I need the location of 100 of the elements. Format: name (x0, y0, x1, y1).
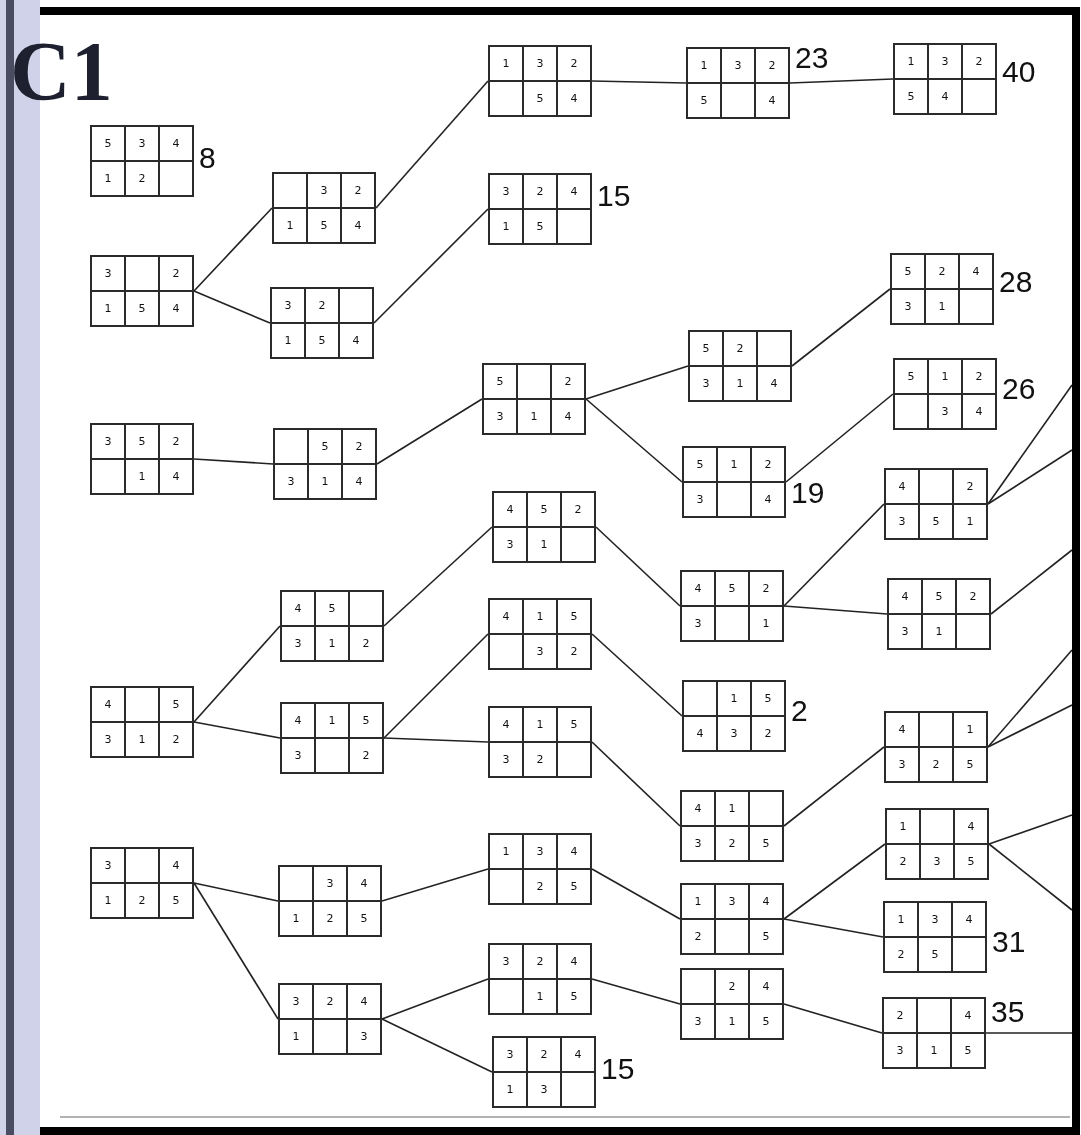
tile-cell: 4 (960, 255, 992, 288)
tile-cell: 2 (716, 827, 748, 860)
tile-cell: 4 (562, 1038, 594, 1071)
blank-cell (921, 810, 953, 843)
tile-cell: 3 (282, 627, 314, 660)
blank-cell (963, 80, 995, 113)
tile-cell: 1 (887, 810, 919, 843)
tile-cell: 1 (92, 162, 124, 195)
tile-cell: 5 (524, 82, 556, 115)
tree-edge (789, 78, 894, 84)
tile-cell: 1 (929, 360, 961, 393)
tree-edge (783, 503, 885, 607)
tile-cell: 5 (558, 600, 590, 633)
tile-cell: 2 (558, 635, 590, 668)
puzzle-grid (272, 172, 376, 244)
tile-cell: 2 (963, 45, 995, 78)
tile-cell: 3 (314, 867, 346, 900)
tile-cell: 4 (340, 324, 372, 357)
tile-cell: 2 (724, 332, 756, 365)
tile-cell: 4 (282, 704, 314, 737)
tree-edge (383, 737, 489, 743)
tile-cell: 3 (929, 45, 961, 78)
blank-cell (957, 615, 989, 648)
tile-cell: 5 (684, 448, 716, 481)
puzzle-grid (280, 590, 384, 662)
tree-edge (193, 625, 281, 723)
tile-cell: 5 (716, 572, 748, 605)
puzzle-grid (273, 428, 377, 500)
tile-cell: 3 (490, 945, 522, 978)
tile-cell: 2 (306, 289, 338, 322)
tile-cell: 5 (316, 592, 348, 625)
puzzle-grid (680, 883, 784, 955)
blank-cell (895, 395, 927, 428)
tile-cell: 4 (160, 849, 192, 882)
tile-cell: 1 (954, 713, 986, 746)
tile-cell: 5 (484, 365, 516, 398)
tile-cell: 3 (682, 1005, 714, 1038)
tile-cell: 3 (921, 845, 953, 878)
tile-cell: 3 (490, 743, 522, 776)
puzzle-grid (680, 968, 784, 1040)
blank-cell (490, 870, 522, 903)
blank-cell (350, 592, 382, 625)
tile-cell: 3 (528, 1073, 560, 1106)
blank-cell (722, 84, 754, 117)
tree-edge (193, 458, 274, 465)
tile-cell: 4 (494, 493, 526, 526)
tree-edge (591, 633, 683, 717)
puzzle-grid (278, 865, 382, 937)
tree-edge (987, 649, 1073, 748)
tile-cell: 2 (682, 920, 714, 953)
tile-cell: 1 (316, 704, 348, 737)
tile-cell: 1 (494, 1073, 526, 1106)
puzzle-grid (488, 45, 592, 117)
tile-cell: 1 (490, 47, 522, 80)
tree-edge (193, 721, 281, 739)
tile-cell: 5 (306, 324, 338, 357)
tile-cell: 5 (952, 1034, 984, 1067)
tile-cell: 3 (490, 175, 522, 208)
tile-cell: 4 (348, 867, 380, 900)
tree-edge (193, 290, 271, 324)
tile-cell: 3 (348, 1020, 380, 1053)
tree-edge (987, 384, 1073, 505)
tile-cell: 3 (722, 49, 754, 82)
tree-edge (791, 288, 891, 367)
cost-label: 15 (601, 1054, 635, 1084)
tile-cell: 1 (272, 324, 304, 357)
tile-cell: 5 (126, 292, 158, 325)
tile-cell: 4 (490, 600, 522, 633)
puzzle-grid (488, 833, 592, 905)
tile-cell: 5 (892, 255, 924, 288)
blank-cell (490, 82, 522, 115)
tile-cell: 4 (92, 688, 124, 721)
blank-cell (684, 682, 716, 715)
tile-cell: 5 (160, 688, 192, 721)
tile-cell: 5 (92, 127, 124, 160)
tile-cell: 5 (350, 704, 382, 737)
tree-edge (987, 449, 1073, 505)
puzzle-grid (482, 363, 586, 435)
blank-cell (160, 162, 192, 195)
tile-cell: 2 (524, 175, 556, 208)
tile-cell: 1 (524, 600, 556, 633)
tile-cell: 1 (316, 627, 348, 660)
tile-cell: 3 (524, 635, 556, 668)
blank-cell (490, 635, 522, 668)
tile-cell: 4 (889, 580, 921, 613)
blank-cell (562, 1073, 594, 1106)
tile-cell: 1 (724, 367, 756, 400)
tile-cell: 1 (885, 903, 917, 936)
tree-edge (383, 526, 493, 627)
blank-cell (280, 867, 312, 900)
blank-cell (716, 607, 748, 640)
tile-cell: 3 (682, 607, 714, 640)
tile-cell: 3 (718, 717, 750, 750)
tile-cell: 5 (309, 430, 341, 463)
tile-cell: 3 (892, 290, 924, 323)
tree-edge (783, 605, 888, 615)
tile-cell: 5 (895, 360, 927, 393)
tile-cell: 1 (750, 607, 782, 640)
tile-cell: 5 (920, 505, 952, 538)
tile-cell: 5 (750, 920, 782, 953)
